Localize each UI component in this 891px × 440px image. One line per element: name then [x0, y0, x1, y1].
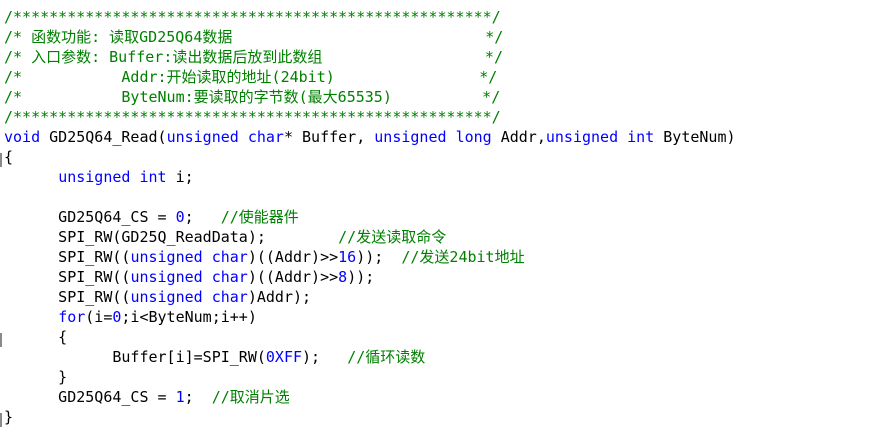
code-line[interactable]: /***************************************… — [4, 107, 501, 127]
code-comment: /***************************************… — [4, 108, 501, 126]
code-text: SPI_RW(GD25Q_ReadData); — [4, 228, 339, 246]
code-keyword: unsigned — [130, 248, 203, 266]
code-text: } — [4, 408, 14, 426]
code-text: )); — [347, 268, 375, 286]
code-line[interactable]: for(i=0;i<ByteNum;i++) — [4, 307, 257, 327]
code-text: GD25Q64_Read( — [40, 128, 167, 146]
code-text: } — [4, 368, 68, 386]
code-line[interactable]: /* Addr:开始读取的地址(24bit) */ — [4, 67, 497, 87]
code-keyword: unsigned — [130, 288, 203, 306]
code-number: 0XFF — [265, 348, 303, 366]
code-line[interactable]: } — [4, 367, 67, 387]
code-line[interactable]: /***************************************… — [4, 7, 501, 27]
code-keyword: void — [4, 128, 41, 146]
code-text: ; — [184, 208, 221, 226]
code-text — [203, 248, 212, 266]
code-line[interactable]: GD25Q64_CS = 1; //取消片选 — [4, 387, 290, 407]
code-text — [447, 128, 456, 146]
code-keyword: int — [627, 128, 655, 146]
code-line[interactable]: void GD25Q64_Read(unsigned char* Buffer,… — [4, 127, 736, 147]
code-text — [4, 168, 58, 186]
code-text: (i= — [85, 308, 113, 326]
code-text — [203, 288, 212, 306]
code-text: SPI_RW(( — [4, 248, 131, 266]
code-text: GD25Q64_CS = — [4, 208, 176, 226]
code-number: 1 — [175, 388, 185, 406]
code-comment: /* 函数功能: 读取GD25Q64数据 */ — [4, 28, 504, 46]
code-line[interactable]: SPI_RW(GD25Q_ReadData); //发送读取命令 — [4, 227, 446, 247]
code-text: i; — [166, 168, 194, 186]
code-comment: //发送读取命令 — [338, 228, 447, 246]
code-text: SPI_RW(( — [4, 268, 131, 286]
code-line[interactable]: { — [4, 327, 67, 347]
code-line[interactable]: /* 入口参数: Buffer:读出数据后放到此数组 */ — [4, 47, 503, 67]
code-keyword: char — [211, 268, 248, 286]
code-text — [239, 128, 248, 146]
code-line[interactable]: SPI_RW((unsigned char)Addr); — [4, 287, 311, 307]
code-keyword: unsigned — [166, 128, 239, 146]
code-keyword: char — [211, 248, 248, 266]
code-keyword: unsigned — [545, 128, 619, 146]
code-text: Addr, — [491, 128, 546, 146]
code-keyword: unsigned — [374, 128, 447, 146]
code-text: )); — [356, 248, 402, 266]
code-comment: //使能器件 — [220, 208, 299, 226]
code-keyword: long — [455, 128, 492, 146]
code-keyword: unsigned — [58, 168, 131, 186]
code-line[interactable]: /* 函数功能: 读取GD25Q64数据 */ — [4, 27, 503, 47]
code-text: )((Addr)>> — [247, 248, 339, 266]
code-comment: //循环读数 — [347, 348, 426, 366]
code-text: SPI_RW(( — [4, 288, 131, 306]
code-number: 0 — [112, 308, 122, 326]
code-line[interactable]: { — [4, 147, 13, 167]
code-text: { — [4, 328, 68, 346]
code-text: ;i<ByteNum;i++) — [121, 308, 257, 326]
code-comment: /***************************************… — [4, 8, 501, 26]
code-text: { — [4, 148, 14, 166]
code-text: ); — [302, 348, 348, 366]
code-keyword: int — [139, 168, 167, 186]
code-keyword: for — [58, 308, 86, 326]
code-line[interactable]: Buffer[i]=SPI_RW(0XFF); //循环读数 — [4, 347, 425, 367]
code-keyword: char — [211, 288, 248, 306]
code-line[interactable]: /* ByteNum:要读取的字节数(最大65535) */ — [4, 87, 500, 107]
fold-marker-open[interactable] — [0, 153, 2, 167]
code-number: 16 — [338, 248, 357, 266]
fold-marker-block[interactable] — [0, 333, 2, 347]
code-text: GD25Q64_CS = — [4, 388, 176, 406]
code-text: )Addr); — [247, 288, 312, 306]
code-line[interactable]: SPI_RW((unsigned char)((Addr)>>16)); //发… — [4, 247, 525, 267]
code-number: 0 — [175, 208, 185, 226]
code-text — [618, 128, 627, 146]
code-comment: //取消片选 — [211, 388, 290, 406]
code-text: * Buffer, — [283, 128, 375, 146]
code-comment: /* Addr:开始读取的地址(24bit) */ — [4, 68, 498, 86]
code-comment: /* ByteNum:要读取的字节数(最大65535) */ — [4, 88, 501, 106]
code-line[interactable]: SPI_RW((unsigned char)((Addr)>>8)); — [4, 267, 374, 287]
code-number: 8 — [338, 268, 348, 286]
code-keyword: unsigned — [130, 268, 203, 286]
code-keyword: char — [247, 128, 284, 146]
code-text: )((Addr)>> — [247, 268, 339, 286]
code-line[interactable]: GD25Q64_CS = 0; //使能器件 — [4, 207, 299, 227]
code-comment: /* 入口参数: Buffer:读出数据后放到此数组 */ — [4, 48, 503, 66]
code-text — [203, 268, 212, 286]
code-text: Buffer[i]=SPI_RW( — [4, 348, 266, 366]
code-comment: //发送24bit地址 — [401, 248, 525, 266]
code-text — [4, 308, 58, 326]
code-line[interactable]: unsigned int i; — [4, 167, 194, 187]
code-text: ByteNum) — [654, 128, 736, 146]
code-line[interactable]: } — [4, 407, 13, 427]
code-text: ; — [184, 388, 212, 406]
fold-marker-close[interactable] — [0, 413, 2, 427]
